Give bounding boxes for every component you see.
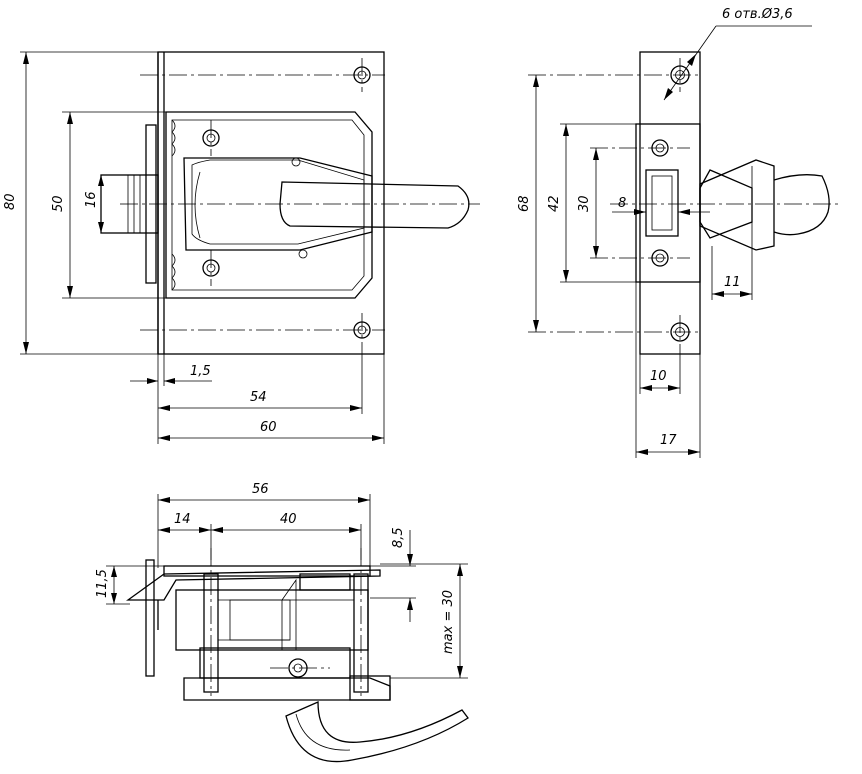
side-plate <box>639 51 701 355</box>
front-escutcheon <box>183 157 373 251</box>
dim-max-30: max = 30 <box>441 590 456 654</box>
holes-callout: 6 отв.Ø3,6 <box>722 7 793 22</box>
dim-11: 11 <box>724 275 741 290</box>
top-lever-handle <box>285 701 469 763</box>
side-view: 68 42 30 8 11 10 <box>517 7 840 458</box>
dim-8-5: 8,5 <box>391 527 406 548</box>
dim-11-5: 11,5 <box>95 569 110 598</box>
dim-40: 40 <box>280 512 297 527</box>
front-lever-handle <box>279 181 470 229</box>
side-holes <box>651 65 690 342</box>
dim-1-5: 1,5 <box>190 364 211 379</box>
dim-80: 80 <box>3 193 18 210</box>
dim-16: 16 <box>84 191 99 208</box>
dim-17: 17 <box>660 433 677 448</box>
dim-10: 10 <box>650 369 667 384</box>
dim-30: 30 <box>577 195 592 212</box>
dim-68: 68 <box>517 195 532 212</box>
front-view: 80 50 16 1,5 54 60 <box>3 51 480 444</box>
dim-60: 60 <box>260 420 277 435</box>
dim-14: 14 <box>174 512 191 527</box>
dim-42: 42 <box>547 195 562 212</box>
dim-8: 8 <box>618 196 626 211</box>
dim-54: 54 <box>250 390 267 405</box>
dim-50: 50 <box>51 195 66 212</box>
front-inner-frame <box>165 111 373 299</box>
top-view: 56 14 40 8,5 11,5 max = 30 <box>95 482 469 763</box>
dim-56: 56 <box>252 482 269 497</box>
side-knob <box>773 174 830 236</box>
